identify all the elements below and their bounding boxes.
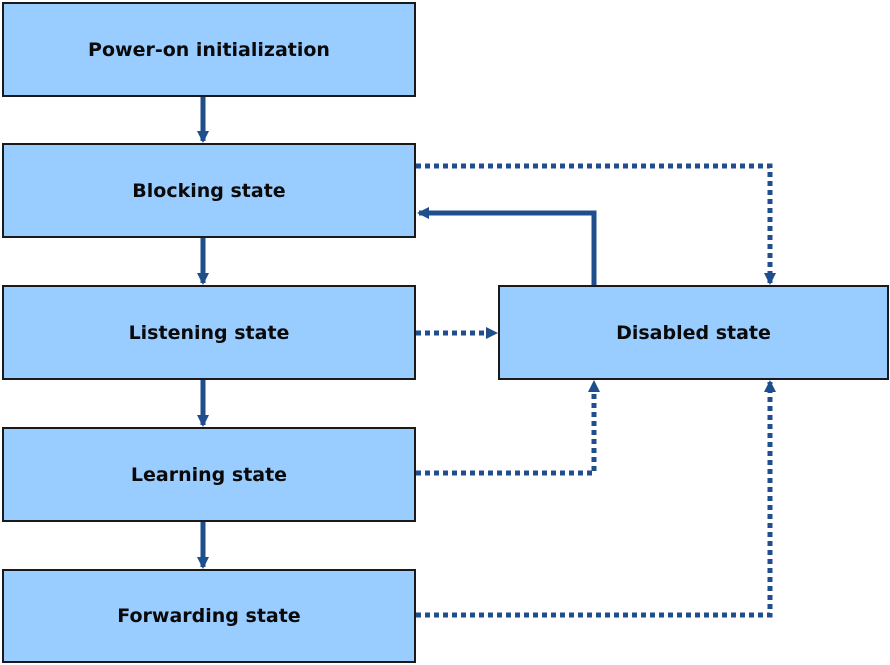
learning-state-box: Learning state: [2, 427, 416, 522]
arrow-learning-to-disabled: [416, 380, 600, 476]
blocking-state-label: Blocking state: [132, 179, 286, 202]
arrow-disabled-to-blocking: [417, 207, 597, 285]
listening-state-label: Listening state: [128, 321, 290, 344]
power-on-initialization-label: Power-on initialization: [88, 38, 330, 61]
power-on-initialization-box: Power-on initialization: [2, 2, 416, 97]
blocking-state-box: Blocking state: [2, 143, 416, 238]
forwarding-state-box: Forwarding state: [2, 569, 416, 663]
arrow-blocking-to-disabled: [416, 163, 776, 285]
arrow-forwarding-to-disabled: [416, 380, 776, 618]
listening-state-box: Listening state: [2, 285, 416, 380]
learning-state-label: Learning state: [130, 463, 288, 486]
disabled-state-label: Disabled state: [616, 321, 771, 344]
disabled-state-box: Disabled state: [498, 285, 889, 380]
forwarding-state-label: Forwarding state: [117, 605, 301, 627]
